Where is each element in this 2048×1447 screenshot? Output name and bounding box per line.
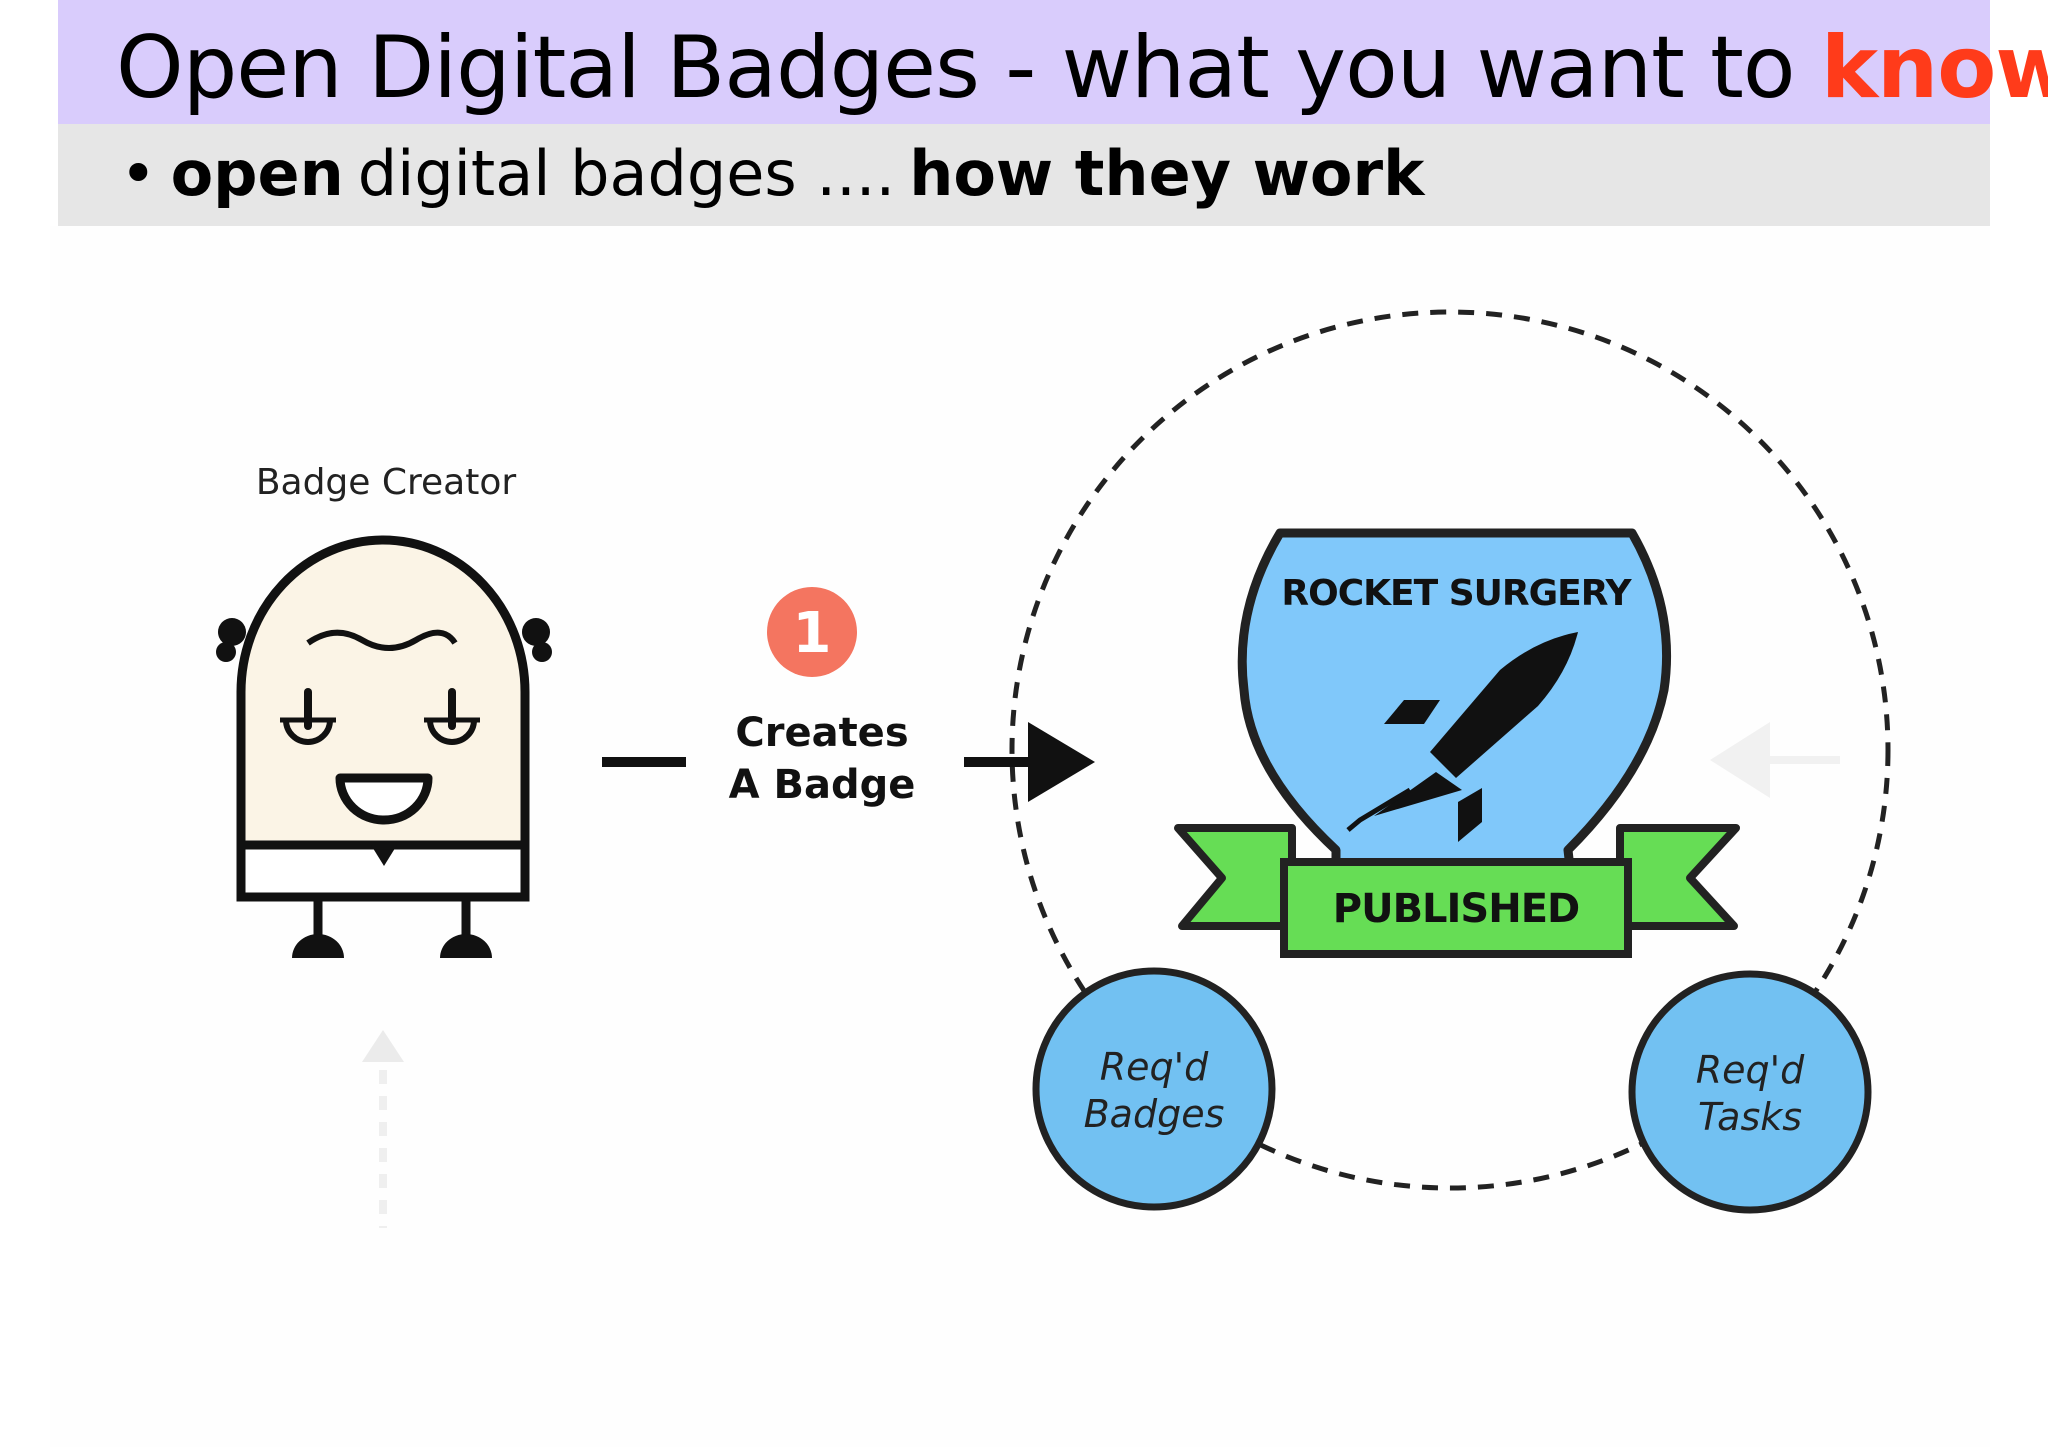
title-bar xyxy=(58,0,1990,124)
dashed-cycle-circle xyxy=(1009,309,1891,1191)
required-tasks-bubble: Req'd Tasks xyxy=(1628,970,1872,1214)
badge-creator-character xyxy=(216,535,552,958)
faint-ghost-up-arrow xyxy=(362,1030,404,1228)
required-badges-bubble: Req'd Badges xyxy=(1032,967,1276,1211)
step-label-line1: Creates xyxy=(735,710,908,756)
subtitle-bar xyxy=(58,124,1990,226)
rocket-icon xyxy=(1346,632,1578,842)
bullet: • xyxy=(120,137,157,210)
faint-ghost-left-arrow xyxy=(1710,722,1840,798)
step-number-circle xyxy=(767,587,857,677)
req-badges-line1: Req'd xyxy=(1100,1045,1209,1089)
ribbon-left-tail xyxy=(1174,824,1296,930)
badge-title: ROCKET SURGERY xyxy=(1281,573,1632,614)
step-label-line2: A Badge xyxy=(729,762,916,808)
badge-creator-label: Badge Creator xyxy=(256,462,517,503)
ribbon-banner xyxy=(1280,858,1632,958)
ribbon-right-tail xyxy=(1616,824,1740,930)
badge-ribbon-text: PUBLISHED xyxy=(1333,886,1579,932)
req-tasks-line1: Req'd xyxy=(1696,1048,1805,1092)
rocket-surgery-badge: ROCKET SURGERY PUBLISHED xyxy=(1174,528,1740,958)
subtitle-bold-how: how they work xyxy=(909,137,1425,210)
arrow-head xyxy=(1028,722,1095,802)
slide-title: Open Digital Badges - what you want to k… xyxy=(58,0,2048,124)
subtitle-mid: digital badges .... xyxy=(357,137,896,210)
subtitle-bold-open: open xyxy=(170,137,344,210)
req-badges-line2: Badges xyxy=(1084,1092,1225,1136)
step-number: 1 xyxy=(793,601,832,666)
title-accent: know xyxy=(1820,18,2048,118)
title-main: Open Digital Badges - what you want to xyxy=(116,18,1821,118)
req-tasks-line2: Tasks xyxy=(1698,1095,1802,1139)
